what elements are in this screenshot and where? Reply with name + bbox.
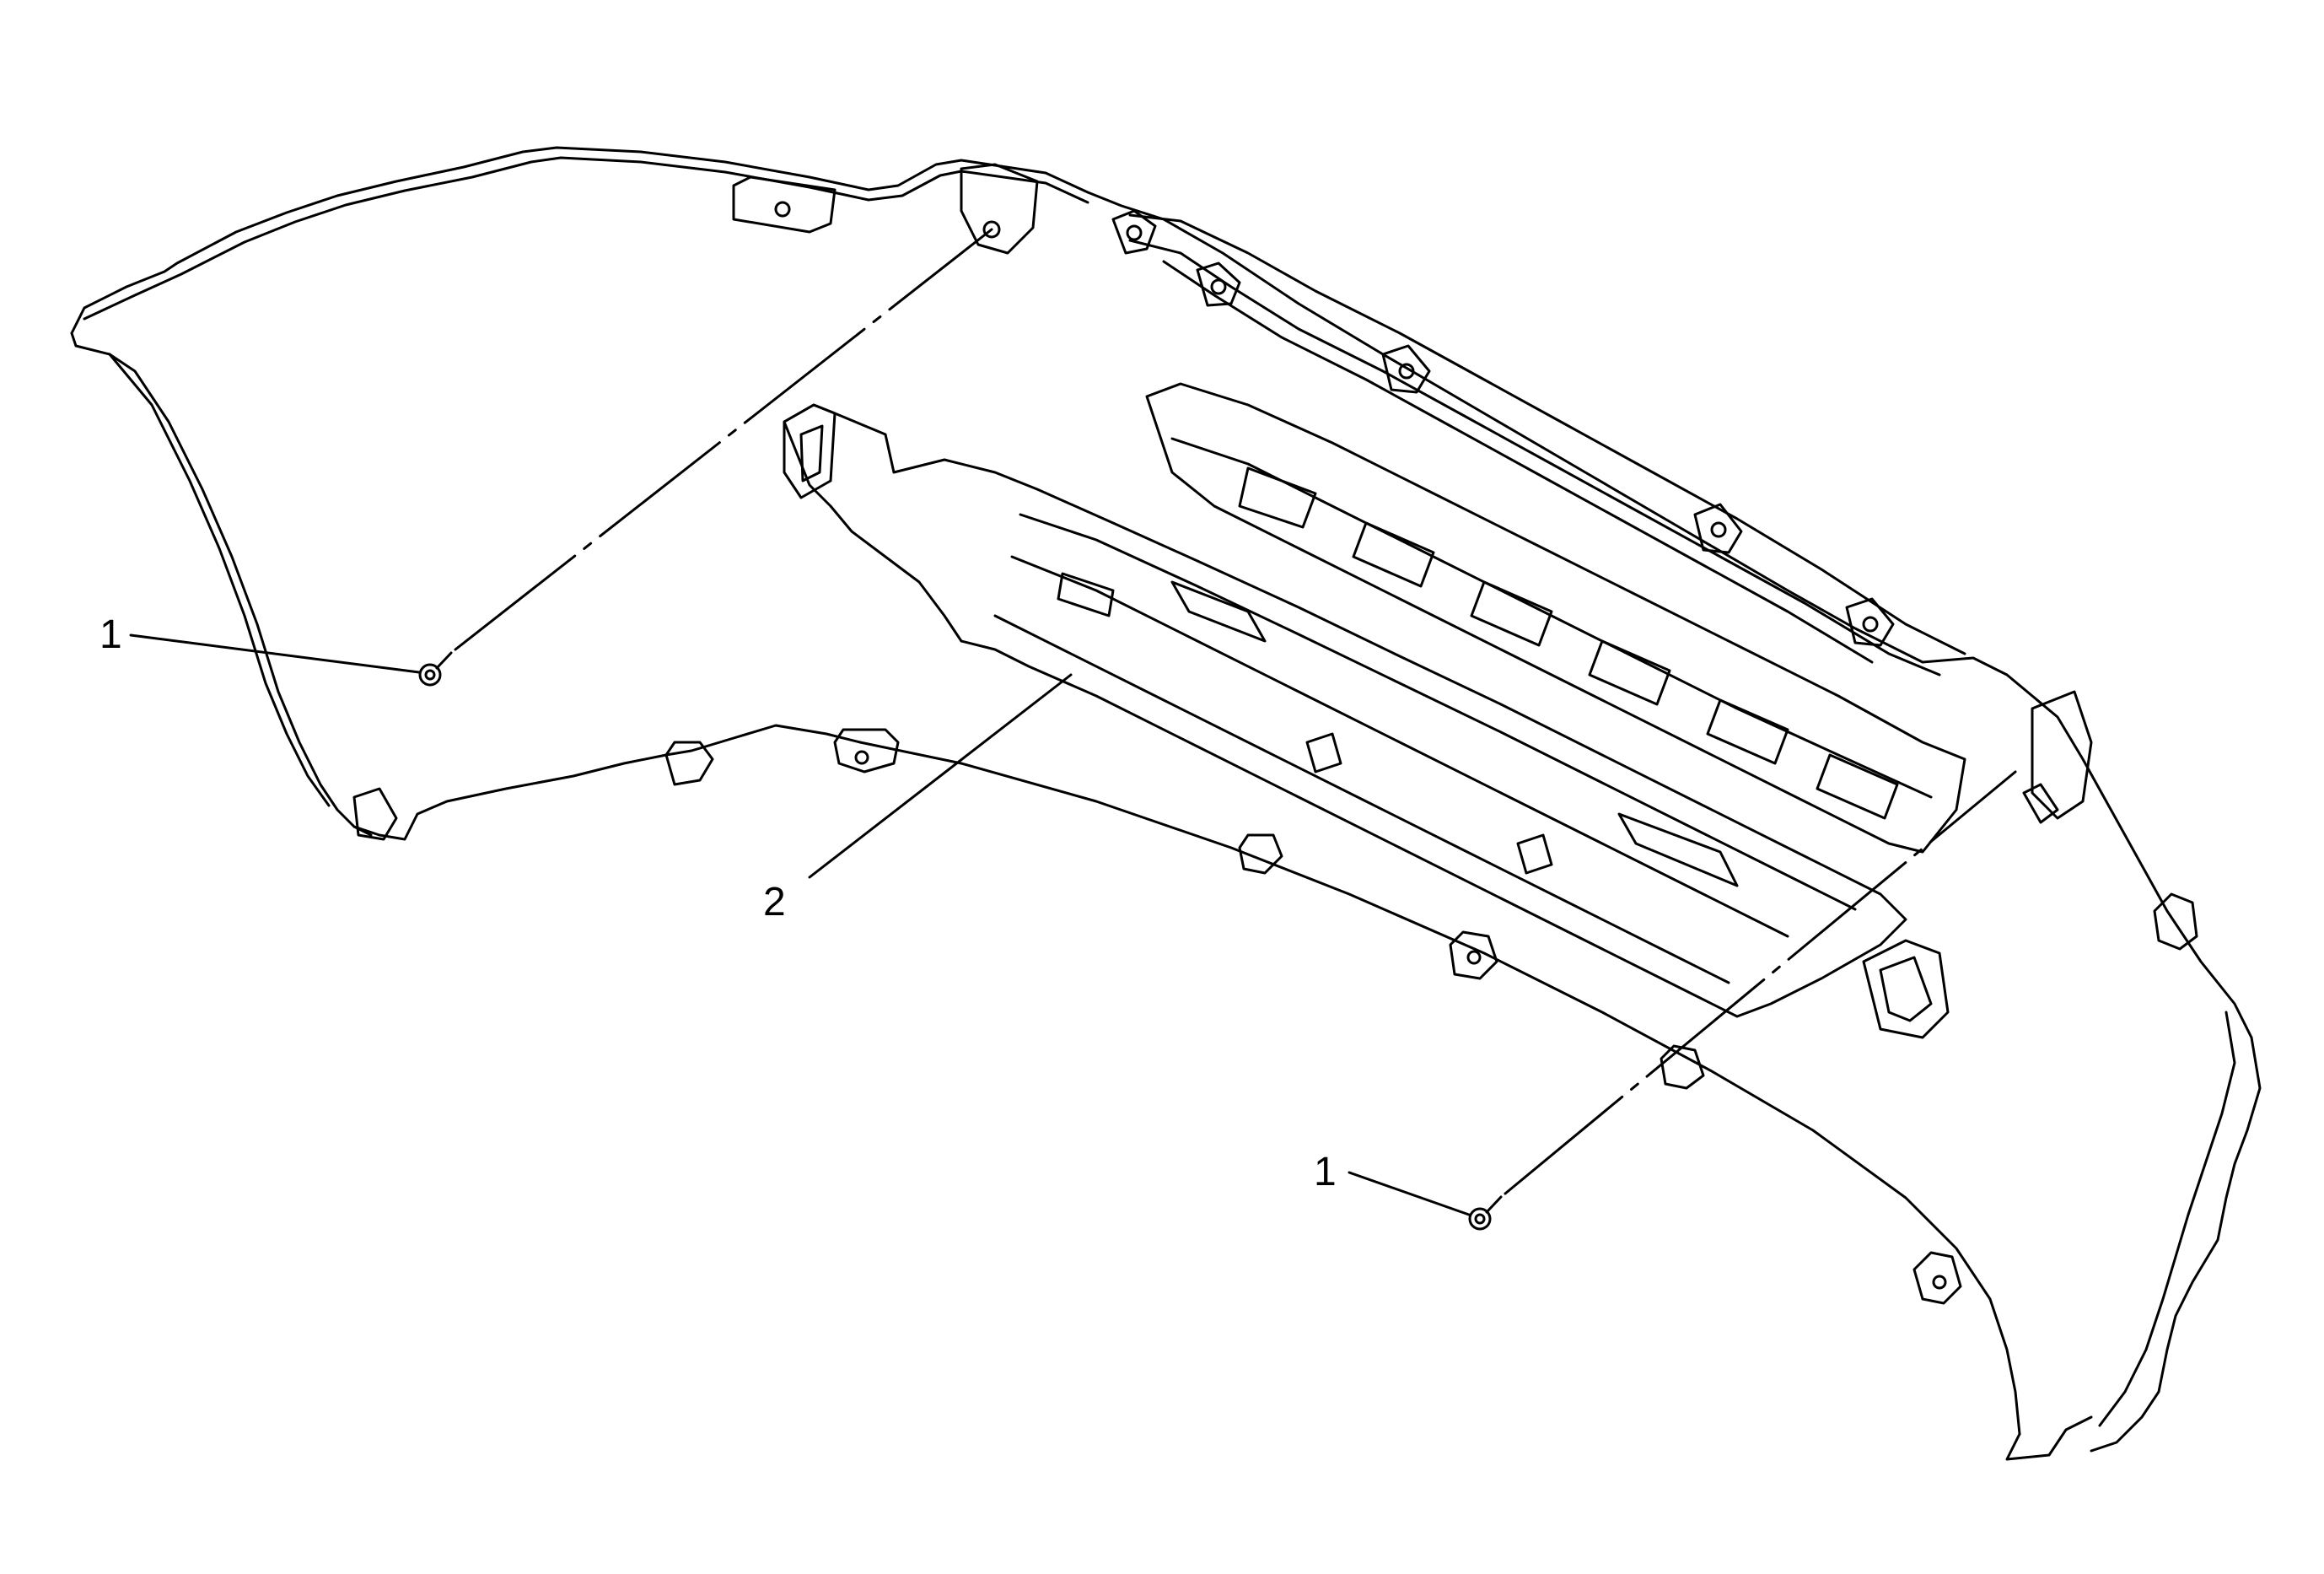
fastener-shank bbox=[1485, 1195, 1503, 1214]
fascia-tab bbox=[1912, 1251, 1962, 1305]
absorber-right-bracket bbox=[1862, 939, 1950, 1039]
fastener-head-inner bbox=[424, 669, 436, 681]
grille-rail-inner bbox=[1162, 260, 1874, 664]
fascia-tab bbox=[1660, 1044, 1705, 1090]
leader-line-1-right bbox=[1348, 1171, 1471, 1216]
grille-bracket bbox=[1693, 503, 1743, 554]
fascia-tab bbox=[352, 787, 398, 841]
lower-grille-slot bbox=[1706, 698, 1789, 765]
right-mount-bolt-boss bbox=[2022, 783, 2059, 824]
fascia-tab bbox=[1238, 833, 1283, 875]
lower-grille-slot bbox=[1238, 466, 1317, 529]
fascia-tab bbox=[1449, 930, 1498, 980]
fascia-top-edge bbox=[70, 146, 2253, 1039]
fascia-left-end-inner bbox=[108, 353, 331, 807]
absorber-mid-face bbox=[1010, 555, 1789, 938]
fascia-top-edge-inner bbox=[83, 156, 1089, 321]
grille-rail-top bbox=[1128, 213, 1966, 655]
fascia-left-end bbox=[70, 332, 373, 837]
absorber-lower-face bbox=[993, 614, 1730, 984]
fastener-shank bbox=[435, 651, 453, 670]
callout-2: 2 bbox=[763, 880, 786, 924]
fascia-tab bbox=[732, 175, 837, 234]
fastener-right bbox=[1468, 1195, 1503, 1231]
install-centerline-left bbox=[454, 228, 993, 651]
fascia-tab bbox=[664, 741, 714, 786]
absorber-left-bracket-inner bbox=[799, 424, 824, 482]
lower-grille-insert bbox=[1145, 382, 1966, 854]
absorber-left-bracket bbox=[783, 403, 837, 499]
bumper-fascia bbox=[70, 146, 2262, 1461]
grille-bracket bbox=[1111, 209, 1157, 255]
leader-line-1-left bbox=[129, 633, 421, 674]
install-centerline-right bbox=[1504, 770, 2017, 1195]
absorber-right-bracket-inner bbox=[1879, 956, 1933, 1022]
fastener-head-inner bbox=[1474, 1213, 1486, 1225]
grille-bracket-hole bbox=[1210, 278, 1227, 295]
lower-grille-slot bbox=[1588, 639, 1671, 706]
absorber-top-face bbox=[1019, 513, 1857, 911]
callout-1-left: 1 bbox=[100, 612, 122, 657]
absorber-step bbox=[1305, 732, 1342, 774]
grille-bracket bbox=[1196, 261, 1241, 307]
fascia-tab bbox=[2153, 892, 2198, 951]
absorber-pocket bbox=[1057, 572, 1115, 617]
lower-grille-outline bbox=[1145, 382, 1966, 854]
left-mount-bracket bbox=[960, 163, 1039, 255]
right-mount-bracket bbox=[2022, 690, 2093, 824]
fastener-left bbox=[418, 651, 453, 687]
fascia-tab-hole bbox=[854, 750, 869, 765]
fascia-right-lip bbox=[2005, 1415, 2093, 1461]
absorber-step bbox=[1516, 833, 1553, 875]
fascia-tab-hole bbox=[1466, 950, 1482, 965]
fascia-left-bottom bbox=[352, 724, 862, 841]
fascia-tab bbox=[833, 728, 900, 774]
right-mount-outline bbox=[2031, 690, 2093, 820]
grille-rail-bottom bbox=[1128, 239, 1941, 676]
grille-bracket bbox=[1381, 344, 1431, 394]
fastener-head bbox=[418, 663, 442, 687]
absorber-outline bbox=[783, 403, 1907, 1018]
fascia-tab-hole bbox=[774, 201, 791, 218]
fascia-right-end bbox=[2090, 1036, 2262, 1453]
lower-grille-slot bbox=[1352, 521, 1435, 588]
absorber-pocket bbox=[1617, 812, 1739, 887]
fascia-right-end-inner bbox=[2098, 1011, 2236, 1427]
grille-bracket-hole bbox=[1710, 521, 1727, 538]
fascia-tab-hole bbox=[1932, 1275, 1947, 1290]
upper-grille-rail bbox=[1111, 209, 1966, 676]
leader-line-2 bbox=[808, 673, 1073, 879]
grille-bracket bbox=[1845, 597, 1895, 647]
energy-absorber bbox=[783, 403, 1950, 1039]
absorber-pocket bbox=[1170, 580, 1267, 643]
lower-grille-slot bbox=[1816, 753, 1899, 820]
lower-grille-ridge bbox=[1170, 437, 1933, 799]
fascia-bottom-sweep bbox=[858, 741, 2021, 1436]
left-mount-outline bbox=[960, 163, 1039, 255]
fastener-head bbox=[1468, 1207, 1492, 1231]
grille-bracket-hole bbox=[1862, 616, 1879, 633]
left-mount-hole bbox=[982, 220, 1001, 239]
callout-1-right: 1 bbox=[1314, 1150, 1337, 1194]
grille-bracket-hole bbox=[1126, 224, 1143, 241]
grille-bracket-hole bbox=[1398, 363, 1415, 380]
lower-grille-slot bbox=[1470, 580, 1553, 647]
